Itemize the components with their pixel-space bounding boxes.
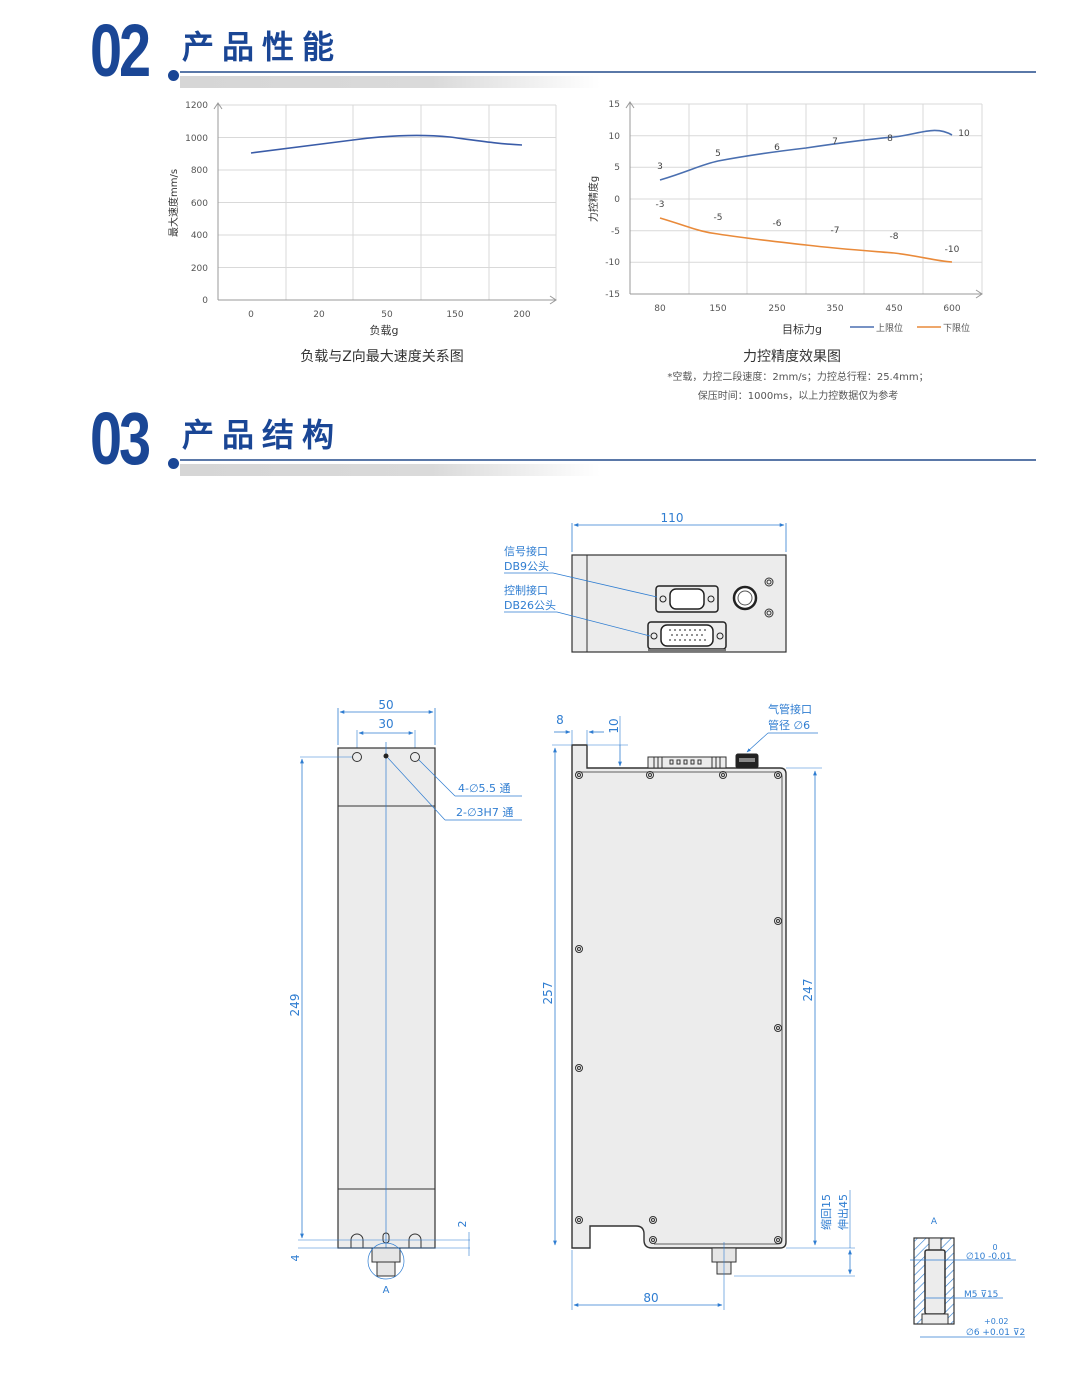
x-tick: 150 <box>446 310 463 320</box>
x-tick: 50 <box>381 310 393 320</box>
y-tick: 10 <box>609 132 621 142</box>
chart-title: 力控精度效果图 <box>743 349 841 365</box>
control-port-type: DB26公头 <box>504 599 556 612</box>
force-accuracy-chart: 15 10 5 0 -5 -10 -15 80 150 250 350 450 … <box>580 95 1000 410</box>
dia-10-spec: ∅10 -0.01 <box>966 1252 1011 1262</box>
section-title: 产品性能 <box>182 28 343 66</box>
chart-note-line1: *空载，力控二段速度：2mm/s；力控总行程：25.4mm； <box>667 370 928 383</box>
hole-spec-3h7: 2-∅3H7 通 <box>456 806 513 819</box>
front-view: 8 10 257 247 缩回15 伸出45 80 气管接口 管径 ∅6 <box>541 702 855 1310</box>
x-tick: 80 <box>654 304 666 314</box>
x-tick: 350 <box>826 304 843 314</box>
data-label: 10 <box>958 129 970 139</box>
y-tick: 800 <box>191 166 208 176</box>
retract-stroke: 缩回15 <box>820 1194 833 1230</box>
y-tick: -10 <box>605 258 620 268</box>
dim-80: 80 <box>643 1291 658 1305</box>
dim-30: 30 <box>378 717 393 731</box>
section-gradient-bar <box>180 464 600 476</box>
air-port-label: 气管接口 <box>768 702 812 716</box>
y-tick: 0 <box>614 195 620 205</box>
top-view: 110 信号接口 DB9公头 控制接口 DB26公头 <box>504 511 787 653</box>
detail-a-label: A <box>931 1217 938 1227</box>
dia-6-spec: ∅6 +0.01 ⊽2 <box>966 1328 1025 1338</box>
legend-lower-label: 下限位 <box>943 322 970 334</box>
data-label: 5 <box>715 149 721 159</box>
x-tick: 150 <box>709 304 726 314</box>
data-label: -6 <box>773 219 782 229</box>
signal-port-type: DB9公头 <box>504 560 549 573</box>
dim-10: 10 <box>607 718 621 733</box>
force-accuracy-chart-svg: 15 10 5 0 -5 -10 -15 80 150 250 350 450 … <box>587 100 983 402</box>
section-number: 02 <box>90 9 151 92</box>
section-02-header: 02 产品性能 <box>90 8 1040 98</box>
data-label: -5 <box>714 213 723 223</box>
section-divider <box>180 459 1036 461</box>
data-label: -8 <box>890 232 899 242</box>
section-number: 03 <box>90 397 151 480</box>
y-tick: 5 <box>614 163 620 173</box>
y-axis-label: 最大速度mm/s <box>167 169 180 237</box>
dim-4: 4 <box>289 1255 302 1262</box>
y-axis-label: 力控精度g <box>587 176 600 222</box>
dim-110: 110 <box>661 511 684 525</box>
db9-connector <box>655 585 719 613</box>
dim-249: 249 <box>288 994 302 1017</box>
air-port-diameter: 管径 ∅6 <box>768 718 810 732</box>
y-tick: 0 <box>202 296 208 306</box>
x-tick: 450 <box>885 304 902 314</box>
dim-2: 2 <box>456 1221 469 1228</box>
y-tick: 600 <box>191 199 208 209</box>
section-divider <box>180 71 1036 73</box>
y-tick: 1000 <box>185 134 208 144</box>
y-tick: -5 <box>611 227 620 237</box>
dim-247: 247 <box>801 979 815 1002</box>
side-view: 50 30 A 249 4 2 4-∅5.5 通 2-∅3H7 通 <box>288 698 522 1296</box>
chart-title: 负载与Z向最大速度关系图 <box>300 349 464 365</box>
y-tick: 200 <box>191 264 208 274</box>
section-dot <box>168 70 179 81</box>
data-label: 3 <box>657 162 663 172</box>
x-tick: 200 <box>513 310 530 320</box>
chart-note-line2: 保压时间：1000ms，以上力控数据仅为参考 <box>698 389 898 402</box>
legend-upper-label: 上限位 <box>876 322 903 334</box>
tol-zero: 0 <box>992 1243 997 1252</box>
data-label: -7 <box>831 226 840 236</box>
chart-legend: 上限位 下限位 <box>850 322 970 334</box>
extend-stroke: 伸出45 <box>836 1194 850 1230</box>
y-tick: 15 <box>609 100 620 110</box>
dim-257: 257 <box>541 982 555 1005</box>
detail-a-ref: A <box>383 1285 390 1296</box>
section-03-header: 03 产品结构 <box>90 396 1040 486</box>
tol-plus: +0.02 <box>984 1317 1009 1326</box>
x-tick: 20 <box>313 310 325 320</box>
x-axis-label: 目标力g <box>782 322 822 336</box>
data-label: 8 <box>887 134 893 144</box>
y-tick: 400 <box>191 231 208 241</box>
dim-8: 8 <box>556 713 564 727</box>
db26-connector <box>647 621 727 650</box>
data-label: 6 <box>774 143 780 153</box>
x-axis-label: 负载g <box>370 323 399 337</box>
data-label: -10 <box>945 245 960 255</box>
section-dot <box>168 458 179 469</box>
m5-thread-spec: M5 ⊽15 <box>964 1290 998 1300</box>
x-tick: 600 <box>943 304 960 314</box>
x-tick: 250 <box>768 304 785 314</box>
detail-a-section: A 0 ∅10 -0.01 M5 ⊽15 +0.02 ∅6 +0.01 ⊽2 <box>910 1217 1025 1338</box>
data-label: 7 <box>832 137 838 147</box>
section-title: 产品结构 <box>182 416 343 454</box>
speed-load-chart: 1200 1000 800 600 400 200 0 0 20 50 150 … <box>160 95 570 370</box>
x-tick: 0 <box>248 310 254 320</box>
y-tick: -15 <box>605 290 620 300</box>
control-port-label: 控制接口 <box>504 583 548 597</box>
section-gradient-bar <box>180 76 600 88</box>
data-label: -3 <box>656 200 665 210</box>
y-tick: 1200 <box>185 101 208 111</box>
hole-spec-5-5: 4-∅5.5 通 <box>458 782 511 795</box>
dim-50: 50 <box>378 698 393 712</box>
speed-load-chart-svg: 1200 1000 800 600 400 200 0 0 20 50 150 … <box>167 101 557 365</box>
signal-port-label: 信号接口 <box>504 545 548 558</box>
